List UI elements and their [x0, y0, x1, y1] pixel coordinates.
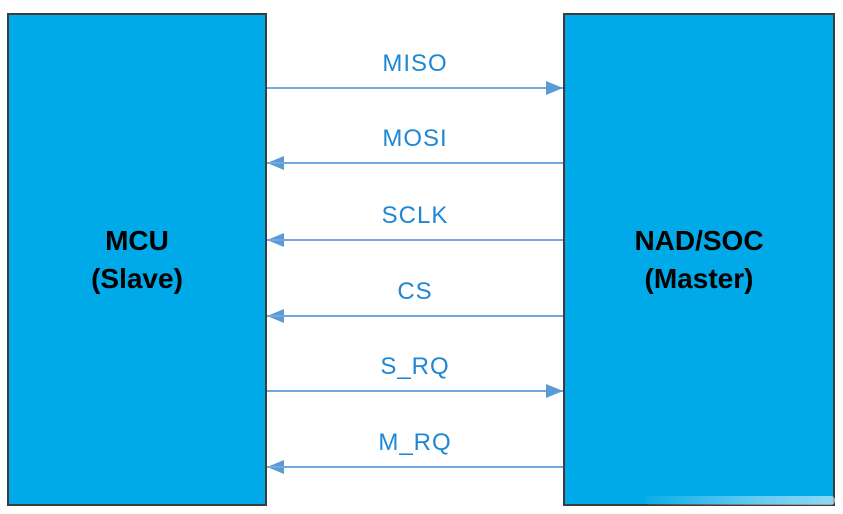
- arrowhead-right-icon: [546, 81, 563, 95]
- s-rq-arrow: [267, 384, 563, 398]
- m-rq-arrow: [267, 460, 563, 474]
- s-rq-label: S_RQ: [380, 353, 450, 380]
- cs-arrow: [267, 309, 563, 323]
- nad-soc-block-name: NAD/SOC: [634, 224, 764, 256]
- arrow-line: [267, 466, 563, 468]
- signal-row-miso: MISO: [267, 44, 563, 96]
- mosi-label: MOSI: [382, 125, 448, 152]
- signal-row-m-rq: M_RQ: [267, 423, 563, 475]
- arrow-line: [267, 239, 563, 241]
- arrowhead-right-icon: [546, 384, 563, 398]
- mcu-slave-block: MCU (Slave): [7, 13, 267, 506]
- mcu-block-role: (Slave): [91, 262, 183, 294]
- miso-label: MISO: [382, 50, 448, 77]
- signal-row-s-rq: S_RQ: [267, 347, 563, 399]
- m-rq-label: M_RQ: [378, 429, 452, 456]
- sclk-arrow: [267, 233, 563, 247]
- mcu-block-name: MCU: [105, 224, 169, 256]
- mosi-arrow: [267, 156, 563, 170]
- arrow-line: [267, 162, 563, 164]
- cs-label: CS: [397, 278, 433, 305]
- signal-row-sclk: SCLK: [267, 196, 563, 248]
- nad-soc-master-block: NAD/SOC (Master): [563, 13, 835, 506]
- miso-arrow: [267, 81, 563, 95]
- arrow-line: [267, 390, 563, 392]
- signal-row-cs: CS: [267, 272, 563, 324]
- signal-row-mosi: MOSI: [267, 119, 563, 171]
- nad-soc-block-role: (Master): [644, 262, 754, 294]
- sclk-label: SCLK: [381, 202, 449, 229]
- arrow-line: [267, 87, 563, 89]
- arrow-line: [267, 315, 563, 317]
